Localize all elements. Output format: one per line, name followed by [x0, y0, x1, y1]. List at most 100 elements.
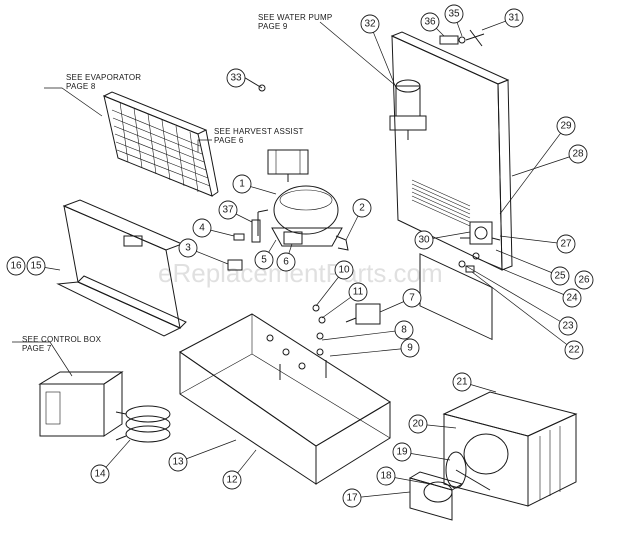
- leader-line-13: [177, 439, 237, 463]
- drier-37: [251, 219, 261, 243]
- part-number-12: 12: [226, 475, 238, 486]
- control-box-callout-line2: PAGE 7: [22, 344, 52, 353]
- leader-line-17: [351, 491, 411, 499]
- balloon-circle-21: [452, 372, 472, 392]
- part-number-29: 29: [560, 121, 572, 132]
- balloon-4: 4: [192, 218, 235, 238]
- part-number-24: 24: [566, 293, 578, 304]
- part-number-7: 7: [409, 293, 415, 304]
- fitting-31: [465, 29, 485, 47]
- balloon-28: 28: [511, 144, 588, 177]
- harvest-assist-callout: SEE HARVEST ASSIST PAGE 6: [197, 127, 303, 152]
- evaporator-assembly: [102, 91, 219, 197]
- balloon-circle-14: [90, 464, 110, 484]
- balloon-1: 1: [232, 174, 277, 195]
- balloon-circle-9: [400, 338, 420, 358]
- leader-line-29: [499, 125, 567, 215]
- balloon-26: 26: [574, 270, 594, 290]
- part-number-28: 28: [572, 149, 584, 160]
- balloon-37: 37: [218, 200, 253, 223]
- base-pan: [179, 313, 391, 485]
- fitting-35: [458, 36, 466, 44]
- part-number-27: 27: [560, 239, 572, 250]
- balloon-18: 18: [376, 466, 431, 486]
- balloon-circle-26: [574, 270, 594, 290]
- screw-33: [241, 75, 266, 92]
- fitting-4: [233, 233, 245, 241]
- compressor: [257, 185, 343, 247]
- part-number-20: 20: [412, 419, 424, 430]
- fitting-22-25: [458, 252, 480, 273]
- balloon-circle-8: [394, 320, 414, 340]
- balloon-29: 29: [499, 116, 576, 215]
- part-number-22: 22: [568, 345, 580, 356]
- balloon-circle-6: [276, 252, 296, 272]
- part-number-18: 18: [380, 471, 392, 482]
- part-number-10: 10: [338, 265, 350, 276]
- harvest-assist-solenoid: [267, 149, 309, 182]
- balloon-16: 16: [6, 256, 26, 276]
- balloon-circle-5: [254, 250, 274, 270]
- part-number-31: 31: [508, 13, 520, 24]
- bracket-2: [335, 235, 349, 251]
- balloon-circle-17: [342, 488, 362, 508]
- balloon-11: 11: [321, 282, 368, 319]
- balloon-circle-23: [558, 316, 578, 336]
- leader-line-25: [495, 249, 561, 277]
- balloon-circle-3: [178, 238, 198, 258]
- part-number-8: 8: [401, 325, 407, 336]
- water-pump-callout-line1: SEE WATER PUMP: [258, 13, 332, 22]
- part-number-3: 3: [185, 243, 191, 254]
- balloon-circle-25: [550, 266, 570, 286]
- balloon-32: 32: [360, 14, 397, 89]
- balloon-circle-33: [226, 68, 246, 88]
- balloon-22: 22: [471, 271, 584, 360]
- balloon-circle-1: [232, 174, 252, 194]
- part-number-5: 5: [261, 255, 267, 266]
- balloon-6: 6: [276, 243, 296, 272]
- balloon-circle-36: [420, 12, 440, 32]
- leader-line-32: [369, 23, 397, 89]
- balloon-circle-22: [564, 340, 584, 360]
- balloon-circle-18: [376, 466, 396, 486]
- balloon-circle-24: [562, 288, 582, 308]
- balloon-2: 2: [345, 198, 372, 241]
- control-box: [38, 371, 124, 437]
- balloon-12: 12: [222, 449, 257, 490]
- balloon-33: 33: [226, 68, 246, 88]
- leader-line-28: [511, 153, 579, 177]
- balloon-circle-16: [6, 256, 26, 276]
- balloon-circle-15: [26, 256, 46, 276]
- balloon-14: 14: [90, 439, 131, 484]
- leader-line-9: [329, 347, 411, 357]
- part-number-15: 15: [30, 261, 42, 272]
- balloon-circle-12: [222, 470, 242, 490]
- balloon-circle-30: [414, 230, 434, 250]
- control-box-callout: SEE CONTROL BOX PAGE 7: [12, 335, 102, 377]
- part-number-21: 21: [456, 377, 468, 388]
- balloon-36: 36: [420, 12, 445, 37]
- balloon-9: 9: [329, 338, 420, 358]
- control-box-callout-line1: SEE CONTROL BOX: [22, 335, 102, 344]
- water-coil: [115, 405, 171, 443]
- part-number-1: 1: [239, 179, 245, 190]
- balloon-3: 3: [178, 238, 229, 265]
- balloon-circle-35: [444, 4, 464, 24]
- water-pump-callout-line2: PAGE 9: [258, 22, 288, 31]
- balloon-circle-10: [334, 260, 354, 280]
- rear-panel: [390, 31, 513, 341]
- balloon-circle-2: [352, 198, 372, 218]
- fitting-10-11: [312, 304, 326, 324]
- balloon-30: 30: [414, 230, 471, 250]
- part-number-35: 35: [448, 9, 460, 20]
- balloon-circle-11: [348, 282, 368, 302]
- evaporator-callout-line1: SEE EVAPORATOR: [66, 73, 141, 82]
- part-number-36: 36: [424, 17, 436, 28]
- balloon-8: 8: [321, 320, 414, 341]
- balloon-13: 13: [168, 439, 237, 472]
- balloon-7: 7: [379, 288, 422, 313]
- fan-blade: [445, 451, 491, 491]
- balloon-circle-20: [408, 414, 428, 434]
- bolts-8: [266, 332, 327, 380]
- balloon-15: 15: [26, 256, 61, 276]
